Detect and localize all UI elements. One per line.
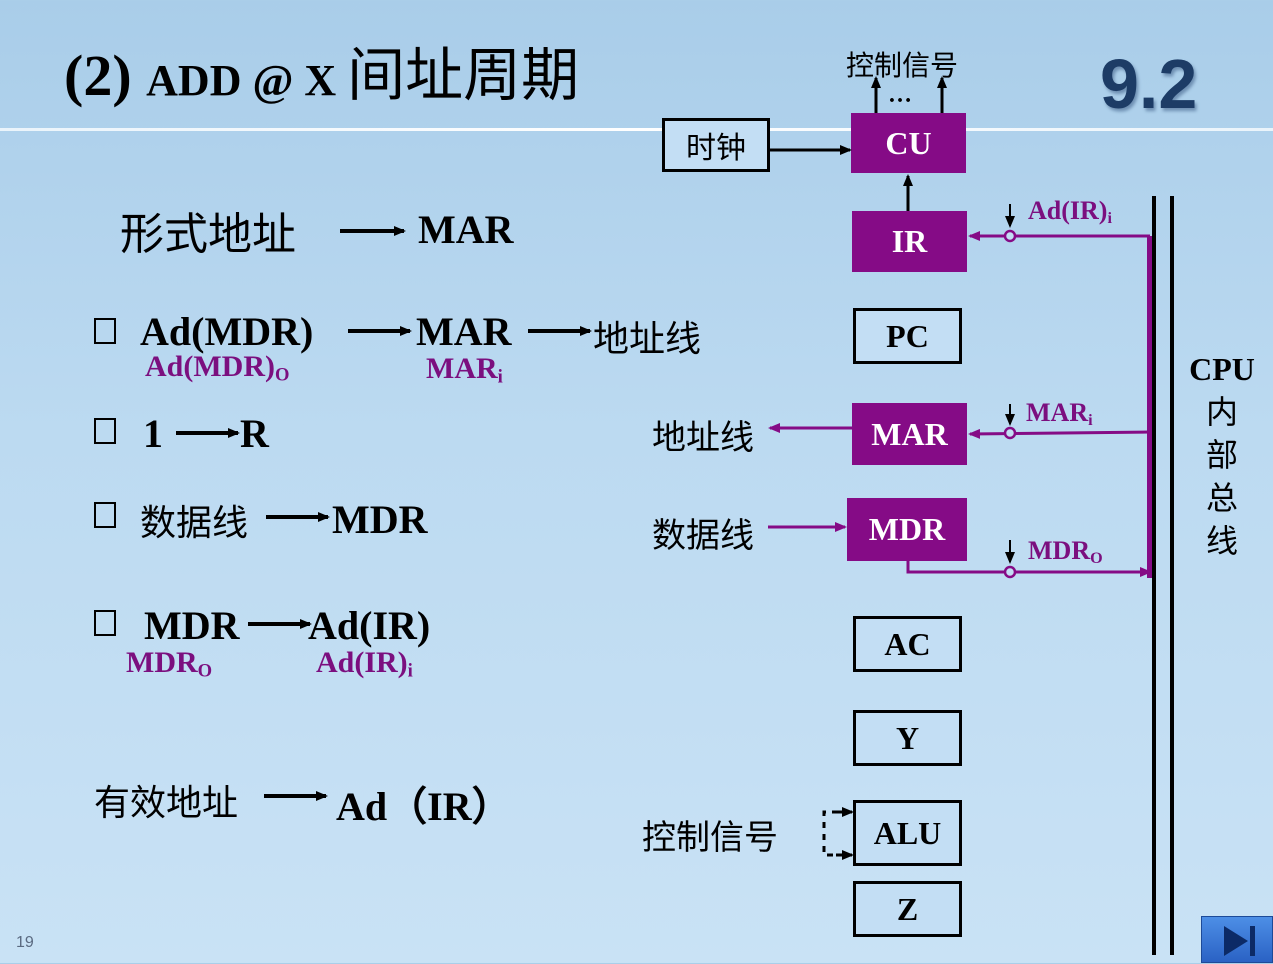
register-cu: CU (851, 113, 966, 173)
register-mar-label: MAR (871, 415, 948, 452)
clock-box: 时钟 (662, 118, 770, 172)
control-ellipsis: … (888, 82, 912, 108)
step2-source: 1 (143, 411, 163, 456)
mdr-data-line-label: 数据线 (652, 516, 754, 556)
effective-address-text: 有效地址 (94, 783, 239, 824)
step4-source-signal-main: MDR (126, 646, 198, 679)
step4-source-signal: MDRO (126, 646, 212, 683)
step1-source-signal-main: Ad(MDR) (145, 350, 275, 383)
register-ac: AC (853, 616, 962, 672)
bullet-2 (94, 418, 116, 444)
bullet-3 (94, 502, 116, 528)
bullet-1 (94, 318, 116, 344)
step1-dest-signal-sub: i (497, 366, 503, 388)
step4-dest-signal-main: Ad(IR) (316, 646, 408, 679)
title-underline (0, 128, 1273, 131)
register-mdr: MDR (847, 498, 967, 561)
step4-source: MDR (144, 603, 240, 648)
register-ir: IR (852, 211, 967, 272)
signal-mar-in: MARi (1026, 398, 1093, 430)
register-z-label: Z (896, 890, 919, 927)
gate-mdr (1003, 565, 1017, 579)
section-number: 9.2 (1100, 45, 1198, 123)
signal-mdr-out: MDRO (1028, 536, 1103, 568)
bus-label-4: 线 (1205, 522, 1238, 560)
effective-dest-text: Ad（IR） (336, 784, 512, 829)
formal-mar-text: MAR (418, 207, 514, 252)
step1-source-signal-sub: O (274, 364, 290, 386)
signal-mar-main: MAR (1026, 398, 1089, 427)
gate-ir (1003, 229, 1017, 243)
register-alu-label: ALU (873, 814, 942, 851)
step3-source: 数据线 (140, 503, 249, 544)
register-ac-label: AC (884, 625, 931, 662)
signal-mdr-sub: O (1090, 550, 1103, 568)
bus-label-cpu: CPU (1189, 351, 1255, 387)
bus-label-2: 部 (1205, 436, 1238, 474)
signal-ad-ir-sub: i (1107, 210, 1112, 228)
signal-mar-sub: i (1088, 412, 1093, 430)
signal-ad-ir-main: Ad(IR) (1028, 196, 1108, 225)
step1-source-signal: Ad(MDR)O (145, 350, 289, 387)
bus-label-1: 内 (1205, 393, 1238, 431)
slide-number: 19 (16, 934, 34, 951)
play-next-icon (1224, 926, 1255, 956)
register-mar: MAR (852, 403, 967, 465)
step1-address-line: 地址线 (593, 319, 702, 360)
step4-dest-signal-sub: i (407, 660, 413, 682)
gate-mar (1003, 426, 1017, 440)
signal-ad-ir-in: Ad(IR)i (1028, 196, 1112, 228)
title-chinese: 间址周期 (347, 41, 580, 109)
step3-dest: MDR (332, 497, 428, 542)
register-alu: ALU (853, 800, 962, 866)
step1-dest-signal-main: MAR (426, 352, 498, 385)
mar-address-line-label: 地址线 (652, 418, 754, 458)
arrow-bus-to-mar (968, 428, 1151, 439)
page-title: (2) ADD @ X 间址周期 (64, 28, 579, 112)
register-z: Z (853, 881, 962, 937)
bus-label-3: 总 (1205, 479, 1238, 517)
register-ir-label: IR (891, 223, 928, 259)
alu-control-bracket (822, 810, 850, 857)
register-pc: PC (853, 308, 962, 364)
step1-source: Ad(MDR) (140, 309, 314, 354)
next-slide-button[interactable] (1201, 916, 1273, 963)
register-mdr-label: MDR (868, 511, 946, 547)
signal-mdr-main: MDR (1028, 536, 1091, 565)
bullet-4 (94, 610, 116, 636)
step1-dest-signal: MARi (426, 352, 503, 389)
clock-label: 时钟 (686, 131, 746, 166)
cpu-bus-label: CPU 内 部 总 线 (1180, 348, 1264, 563)
register-y: Y (853, 710, 962, 766)
step4-source-signal-sub: O (197, 660, 213, 682)
register-cu-label: CU (885, 124, 932, 161)
register-y-label: Y (895, 719, 920, 756)
title-instruction: ADD @ X (146, 56, 348, 105)
register-pc-label: PC (886, 317, 929, 354)
step2-dest: R (240, 411, 269, 456)
step4-dest-signal: Ad(IR)i (316, 646, 413, 683)
alu-control-signal-label: 控制信号 (642, 818, 778, 858)
title-prefix: (2) (64, 43, 147, 108)
control-signal-top: 控制信号 (846, 49, 959, 82)
step1-dest: MAR (416, 309, 512, 354)
formal-address-text: 形式地址 (120, 209, 296, 260)
step4-dest: Ad(IR) (308, 603, 431, 648)
